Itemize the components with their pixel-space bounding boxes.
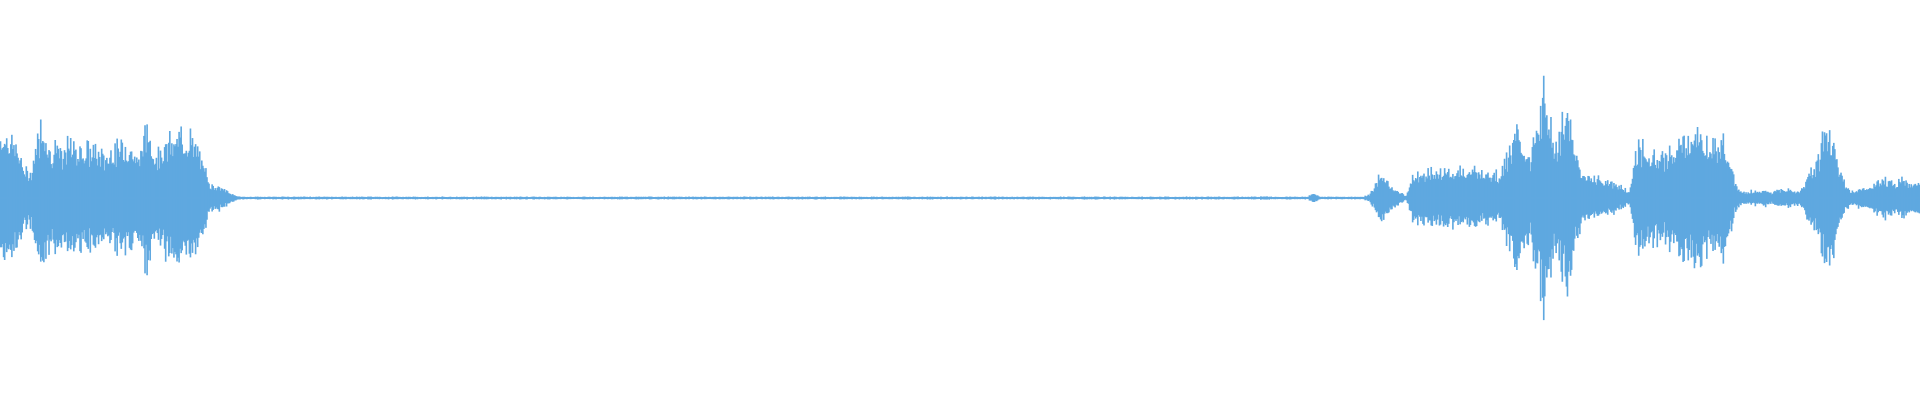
waveform-svg	[0, 75, 1920, 321]
